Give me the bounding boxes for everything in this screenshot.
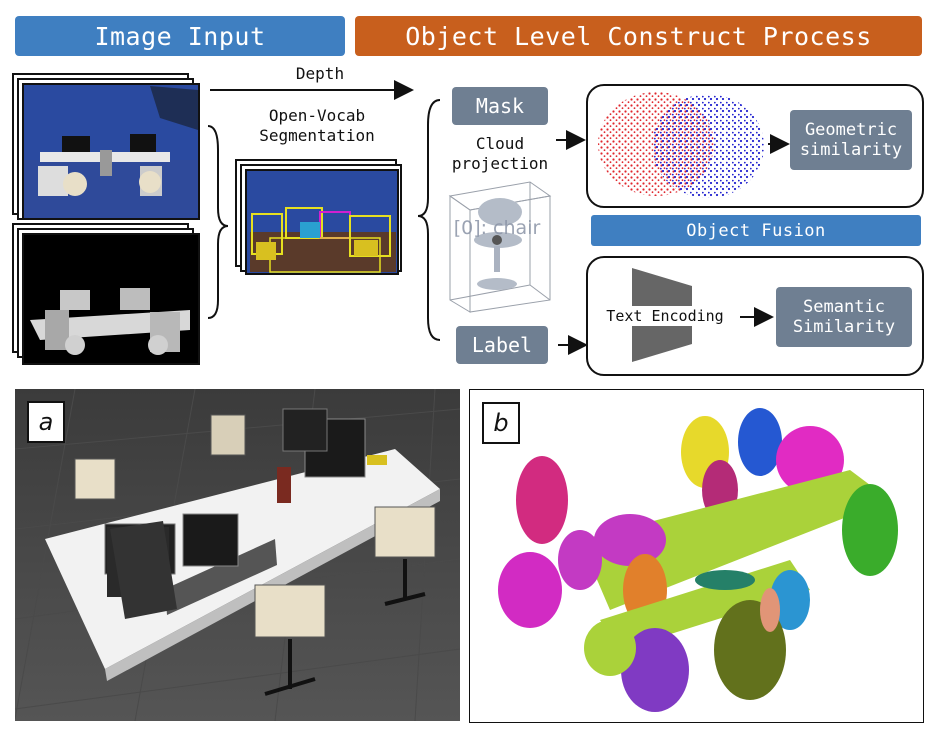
- panel-b-tag: b: [482, 402, 520, 444]
- mask-box: Mask: [452, 87, 548, 125]
- panel-a-tag: a: [27, 401, 65, 443]
- rgb-image-stack: [12, 73, 200, 220]
- depth-image-stack: [12, 223, 200, 365]
- text-encoding-label: Text Encoding: [590, 306, 740, 326]
- office-scene-render: [15, 389, 460, 721]
- semantic-similarity-box: Semantic Similarity: [776, 287, 912, 347]
- label-box: Label: [456, 326, 548, 364]
- object-fusion-bar: Object Fusion: [591, 215, 921, 246]
- depth-label: Depth: [295, 64, 345, 83]
- overlapping-point-clouds: [598, 92, 790, 198]
- chair-point-cloud: [474, 198, 522, 290]
- segmentation-label: Open-Vocab Segmentation: [259, 106, 375, 145]
- cloud-tag-label: [0]: chair: [453, 217, 541, 239]
- panel-a-scene: a: [15, 389, 460, 721]
- cloud-projection-box: [448, 181, 552, 313]
- semantic-point-cloud: [498, 408, 898, 712]
- image-input-banner: Image Input: [15, 16, 345, 56]
- output-brace: [417, 99, 441, 341]
- cloud-projection-label: Cloud projection: [451, 134, 549, 173]
- panel-b-pointcloud: b: [469, 389, 924, 723]
- geometric-similarity-panel: [586, 84, 924, 208]
- segmentation-image-stack: [235, 159, 402, 275]
- object-level-banner: Object Level Construct Process: [355, 16, 922, 56]
- geometric-similarity-box: Geometric similarity: [790, 110, 912, 170]
- input-brace: [207, 125, 229, 319]
